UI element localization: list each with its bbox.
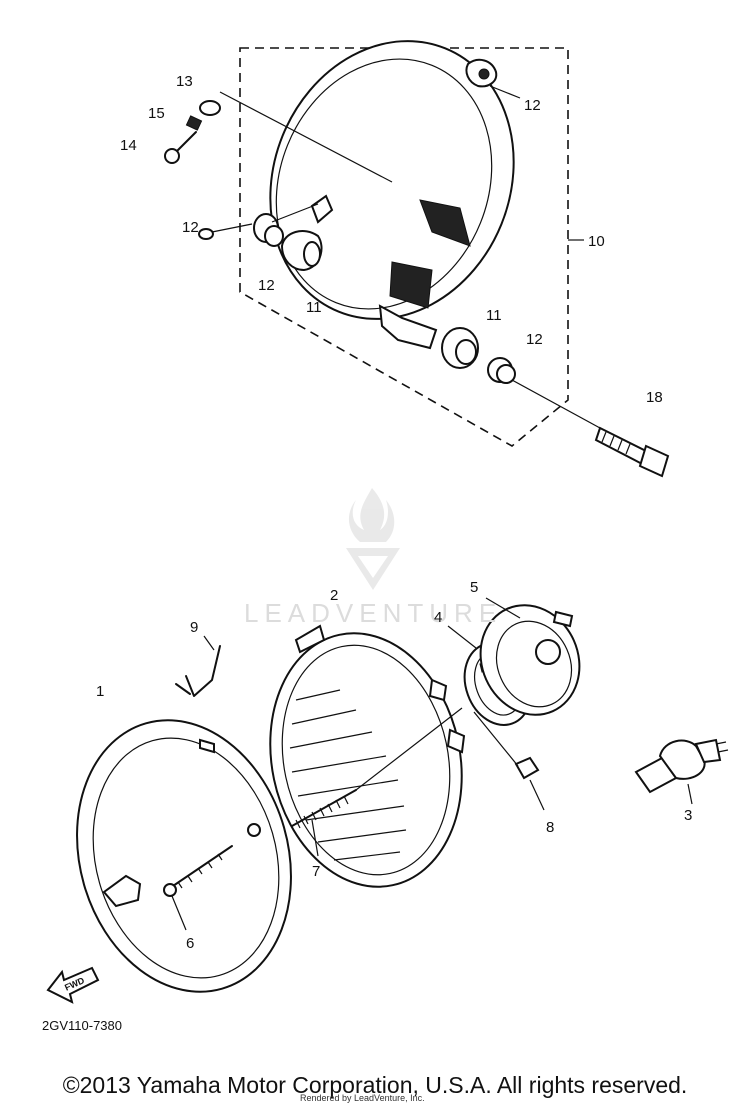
callout-4: 4 xyxy=(434,609,442,626)
reference-code: 2GV110-7380 xyxy=(42,1018,122,1033)
bulb-part-3 xyxy=(634,738,729,805)
callout-8: 8 xyxy=(546,819,554,836)
callout-9: 9 xyxy=(190,619,198,636)
bolt-part-18 xyxy=(594,426,670,478)
body-bottom-tab xyxy=(378,304,438,350)
rendered-by-notice: Rendered by LeadVenture, Inc. xyxy=(300,1093,425,1103)
callout-16: 14 xyxy=(120,137,137,154)
callout-7: 7 xyxy=(312,863,320,880)
headlight-body-shell xyxy=(269,40,515,320)
callout-15: 13 xyxy=(176,73,193,90)
front-direction-arrow: FWD xyxy=(46,966,100,1004)
copyright-notice: ©2013 Yamaha Motor Corporation, U.S.A. A… xyxy=(62,1072,688,1098)
headlight-rim-part-1 xyxy=(76,719,292,993)
callout-2: 2 xyxy=(330,587,338,604)
callout-3: 3 xyxy=(684,807,692,824)
clip-part-9 xyxy=(175,635,221,697)
watermark-logo xyxy=(346,488,400,590)
washer-part-15 xyxy=(199,100,221,116)
callout-6: 6 xyxy=(186,935,194,952)
collar-part-12-right xyxy=(487,357,516,384)
callout-13: 12 xyxy=(524,97,541,114)
cover-part-5 xyxy=(479,597,581,716)
damper-part-11-left xyxy=(280,230,323,272)
callout-12-right-visible: 12 xyxy=(526,331,543,348)
callout-1: 1 xyxy=(96,683,104,700)
callout-5: 5 xyxy=(470,579,478,596)
assembly-boundary xyxy=(239,47,569,447)
screw-part-6 xyxy=(163,845,233,931)
watermark-text: LEADVENTURE xyxy=(244,598,503,628)
lens-unit-part-2 xyxy=(269,624,466,888)
body-window-lower xyxy=(389,261,433,309)
callout-11-left-visible: 11 xyxy=(306,299,322,316)
nut-part-8 xyxy=(473,711,545,811)
callout-11-right-visible: 11 xyxy=(486,307,502,324)
bolt-part-16 xyxy=(164,131,197,164)
callout-18: 18 xyxy=(646,389,663,406)
callout-12-left-visible: 12 xyxy=(258,277,275,294)
body-window-upper xyxy=(419,199,471,247)
nut-part-17 xyxy=(185,115,203,131)
callout-17: 15 xyxy=(148,105,165,122)
headlight-body-group xyxy=(164,40,601,447)
screw-part-14 xyxy=(198,223,253,240)
headlight-body-rim xyxy=(275,58,493,310)
body-side-tab xyxy=(310,194,334,224)
damper-part-11-right xyxy=(441,327,479,369)
adjusting-screw-part-7 xyxy=(291,707,463,857)
collar-part-12-left xyxy=(253,203,319,247)
callout-14: 12 xyxy=(182,219,199,236)
callout-10: 10 xyxy=(588,233,605,250)
